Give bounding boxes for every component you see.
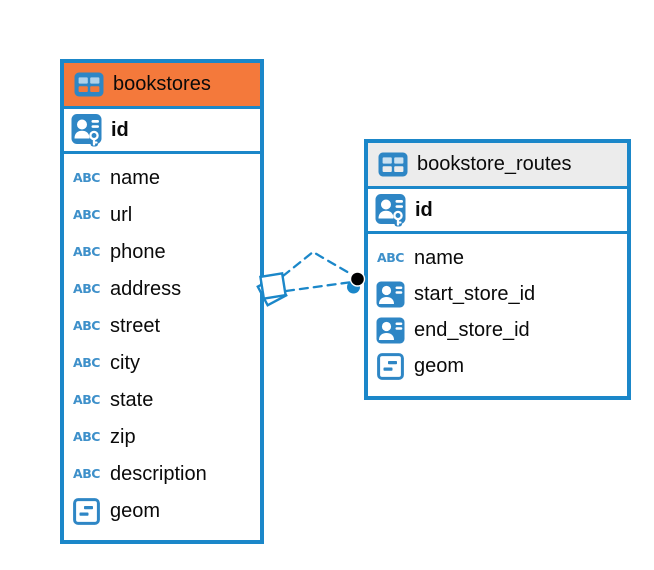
entity-table-bookstores[interactable]: bookstores id ABC [60,59,264,544]
text-type-icon: ABC [73,429,100,445]
column-row[interactable]: geom [64,493,260,530]
bookstores-columns: ABC name ABC url ABC phone ABC address A… [64,154,260,534]
column-row[interactable]: ABC state [64,382,260,419]
table-title: bookstores [113,73,211,95]
column-row[interactable]: end_store_id [368,312,627,348]
entity-table-bookstore-routes[interactable]: bookstore_routes id ABC [364,139,631,400]
foreign-key-ref-icon [375,317,406,344]
column-row[interactable]: geom [368,348,627,384]
text-type-icon: ABC [73,170,100,186]
text-type-icon: ABC [73,207,100,223]
column-row[interactable]: ABC zip [64,419,260,456]
text-type-icon: ABC [73,244,100,260]
column-row[interactable]: ABC phone [64,234,260,271]
text-type-icon: ABC [73,281,100,297]
text-type-icon: ABC [73,318,100,334]
relationship-line-upper[interactable] [281,250,358,279]
column-row[interactable]: ABC address [64,271,260,308]
geometry-type-icon [71,498,102,525]
routes-columns: ABC name start_store_id [368,234,627,388]
primary-key-icon [375,193,406,227]
table-title: bookstore_routes [417,153,572,175]
table-icon [377,152,408,177]
text-type-icon: ABC [73,392,100,408]
column-row[interactable]: ABC city [64,345,260,382]
primary-key-icon [71,113,102,147]
column-row[interactable]: ABC name [64,160,260,197]
foreign-key-ref-icon [375,281,406,308]
bookstores-header[interactable]: bookstores [64,63,260,109]
text-type-icon: ABC [73,355,100,371]
endpoint-dot-black[interactable] [349,271,366,287]
column-row[interactable]: ABC url [64,197,260,234]
pk-column-name: id [415,198,433,221]
endpoint-dot-blue[interactable] [347,280,360,294]
pk-row-routes-id[interactable]: id [368,189,627,234]
text-type-icon: ABC [377,249,404,265]
column-row[interactable]: ABC description [64,456,260,493]
pk-row-bookstores-id[interactable]: id [64,109,260,154]
text-type-icon: ABC [73,466,100,482]
table-icon [73,72,104,97]
relationship-line-lower[interactable] [284,280,354,293]
column-row[interactable]: ABC name [368,240,627,276]
column-row[interactable]: start_store_id [368,276,627,312]
pk-column-name: id [111,118,129,141]
bookstore-routes-header[interactable]: bookstore_routes [368,143,627,189]
column-row[interactable]: ABC street [64,308,260,345]
geometry-type-icon [375,352,406,380]
